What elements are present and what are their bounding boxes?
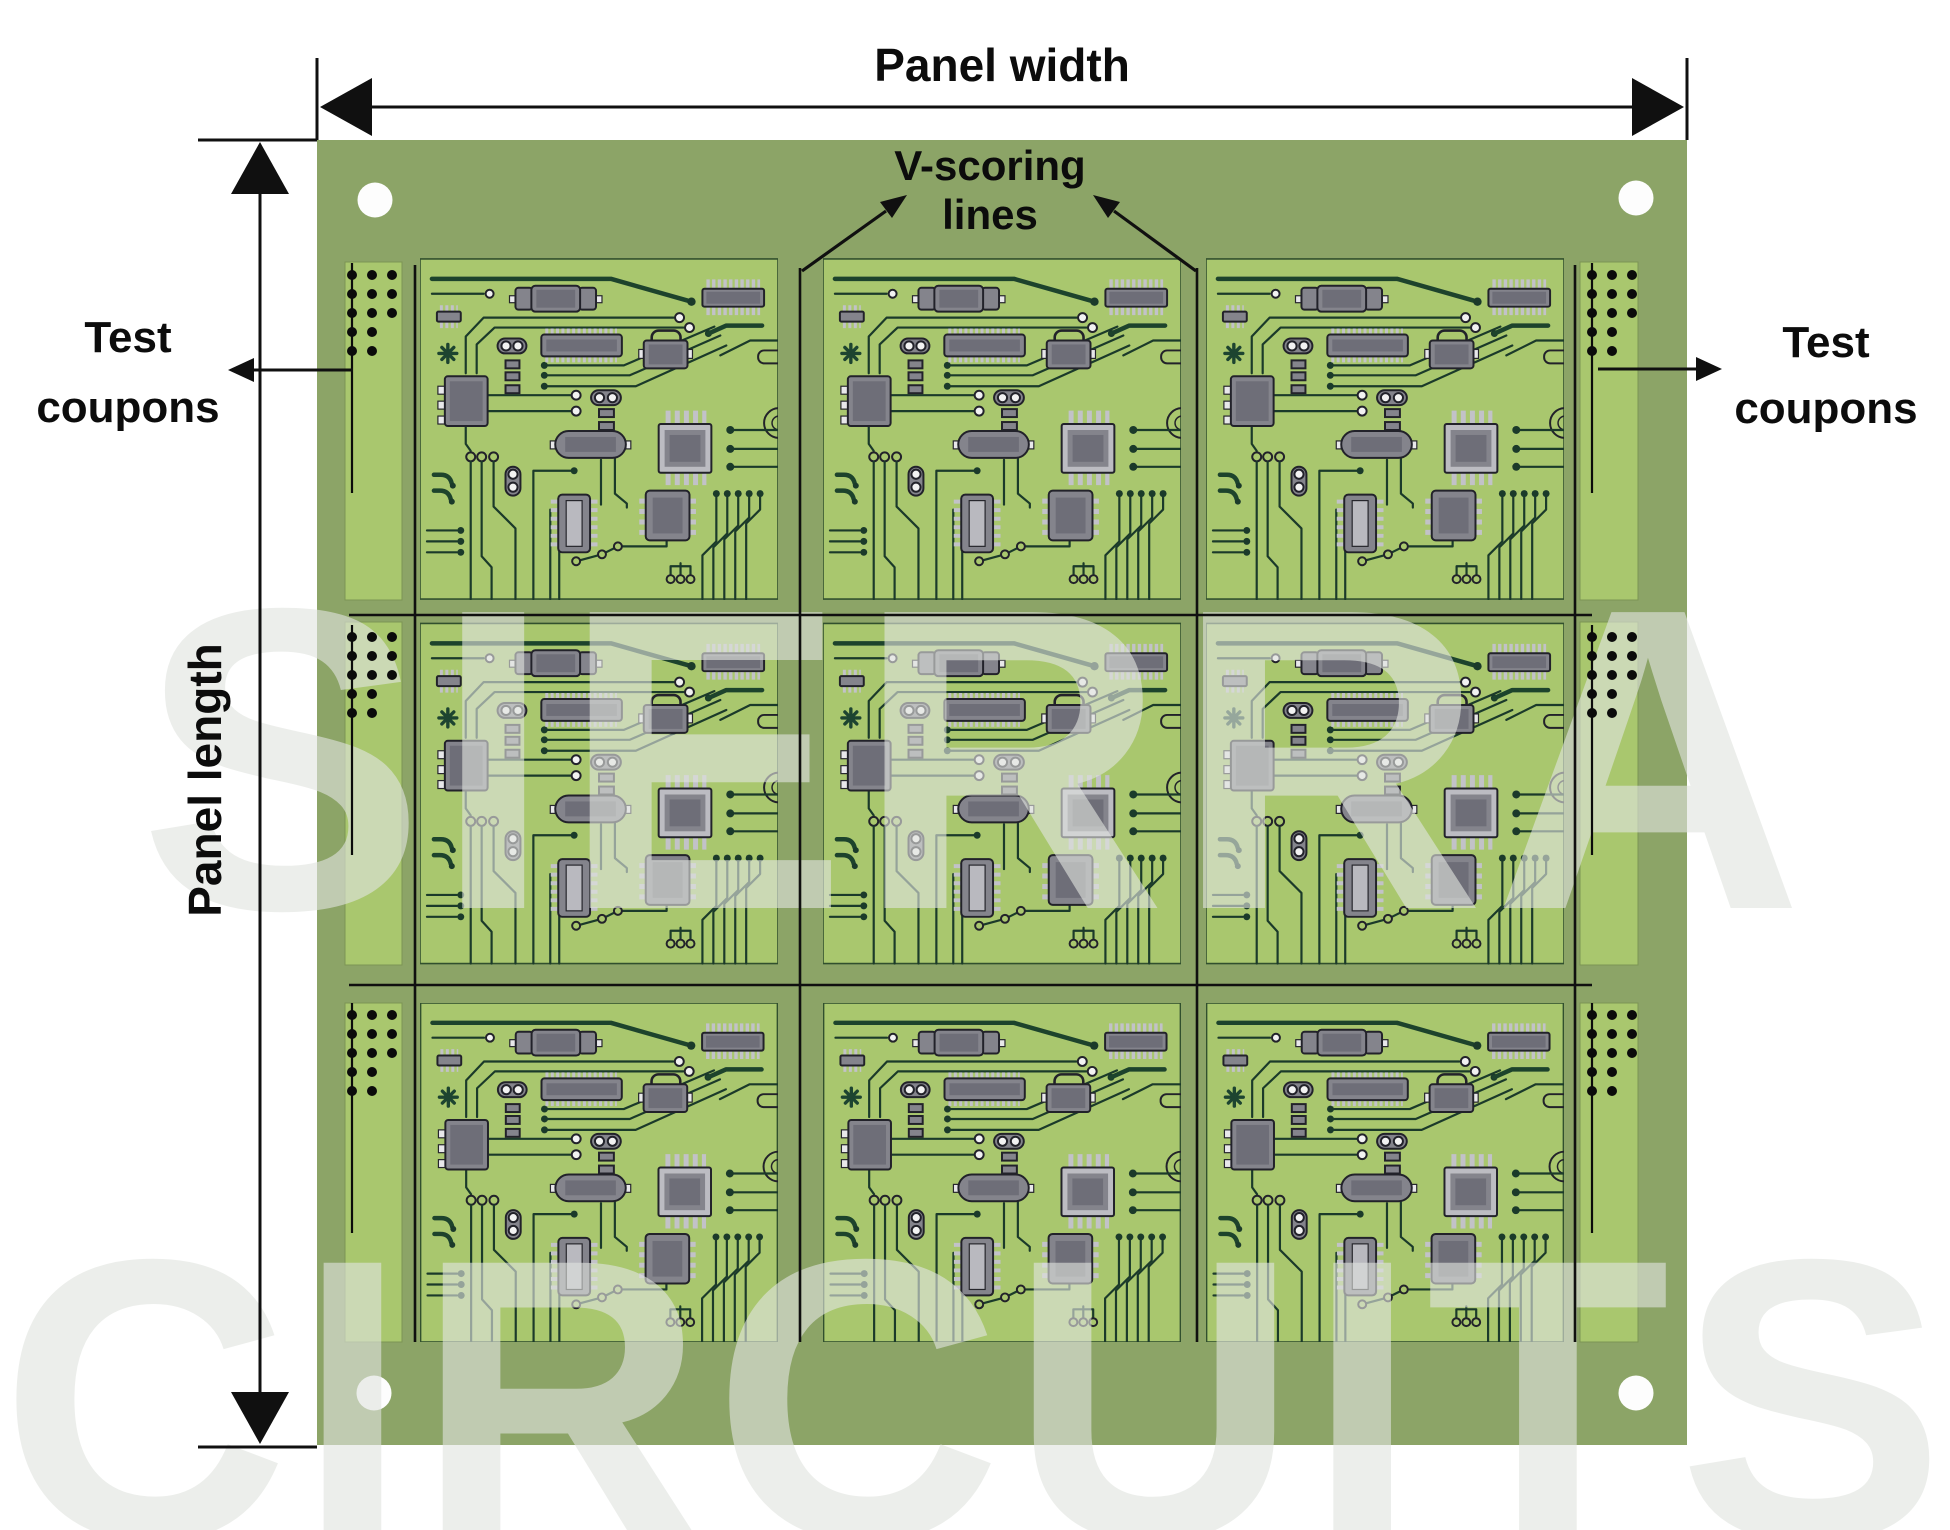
panel-length-label: Panel length (179, 643, 231, 917)
arrow-up-icon (231, 142, 289, 194)
arrow-right-icon (1696, 357, 1722, 381)
coupon-dots (1587, 1003, 1637, 1233)
coupon-dots (1587, 625, 1637, 855)
v-scoring-lines-label: V-scoring lines (894, 142, 1086, 238)
arrow-left-icon (320, 78, 372, 136)
arrow-left-icon (228, 358, 254, 382)
coupon-dots (347, 1003, 397, 1233)
coupon-dots (347, 625, 397, 855)
panel-width-dimension (315, 58, 1689, 140)
test-coupons-label-right: Test coupons (1734, 318, 1918, 433)
coupon-dots (1587, 263, 1637, 493)
test-coupon-strip (344, 1002, 403, 1343)
arrow-up-left-icon (1093, 195, 1120, 218)
v-scoring-lines (349, 265, 1592, 1342)
tooling-hole (1618, 1375, 1654, 1411)
arrow-down-icon (231, 1392, 289, 1444)
arrow-right-icon (1632, 78, 1684, 136)
pointer-line (801, 209, 887, 273)
v-scoring-pointers (801, 195, 1197, 273)
coupon-dots (347, 263, 397, 493)
tooling-hole (356, 1375, 392, 1411)
test-coupon-strip (1579, 1002, 1639, 1343)
panel-width-label: Panel width (874, 39, 1130, 91)
coupon-dots-groups (347, 263, 1637, 1233)
tooling-hole (357, 182, 393, 218)
panel-length-dimension (198, 138, 317, 1449)
tooling-holes (356, 180, 1654, 1411)
test-coupons-pointers (228, 357, 1722, 382)
test-coupons-label-left: Test coupons (36, 313, 220, 432)
tooling-hole (1618, 180, 1654, 216)
test-coupon-strips (344, 261, 1639, 1343)
arrow-up-right-icon (880, 195, 907, 218)
test-coupon-strip (1579, 261, 1639, 601)
test-coupon-strip (344, 261, 403, 601)
pointer-line (1113, 209, 1197, 273)
